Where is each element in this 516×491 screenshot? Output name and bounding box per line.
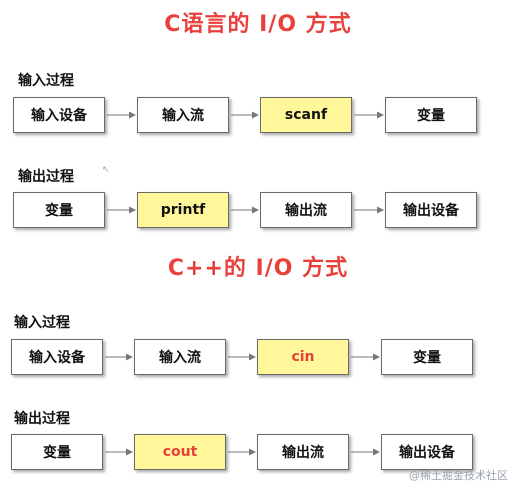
c-scanf-box: scanf [260,97,352,133]
cpp-output-stream-box: 输出流 [257,434,349,470]
c-output-stream-box: 输出流 [260,192,352,228]
c-input-device-box: 输入设备 [13,97,105,133]
c-input-label: 输入过程 [18,73,74,89]
watermark: @稀土掘金技术社区 [409,469,508,482]
cpp-output-label: 输出过程 [14,411,70,427]
cpp-input-variable-box: 变量 [381,339,473,375]
c-output-variable-box: 变量 [13,192,105,228]
cpp-input-label: 输入过程 [14,315,70,331]
cpp-input-stream-box: 输入流 [134,339,226,375]
c-output-label: 输出过程 [18,169,74,185]
c-input-stream-box: 输入流 [137,97,229,133]
cursor-icon: ↖ [102,165,110,175]
cpp-cout-box: cout [134,434,226,470]
c-io-title: C语言的 I/O 方式 [164,12,352,37]
cpp-output-device-box: 输出设备 [381,434,473,470]
cpp-cin-box: cin [257,339,349,375]
cpp-io-title: C++的 I/O 方式 [167,256,349,281]
c-printf-box: printf [137,192,229,228]
cpp-output-variable-box: 变量 [11,434,103,470]
c-output-device-box: 输出设备 [385,192,477,228]
c-input-variable-box: 变量 [385,97,477,133]
cpp-input-device-box: 输入设备 [11,339,103,375]
